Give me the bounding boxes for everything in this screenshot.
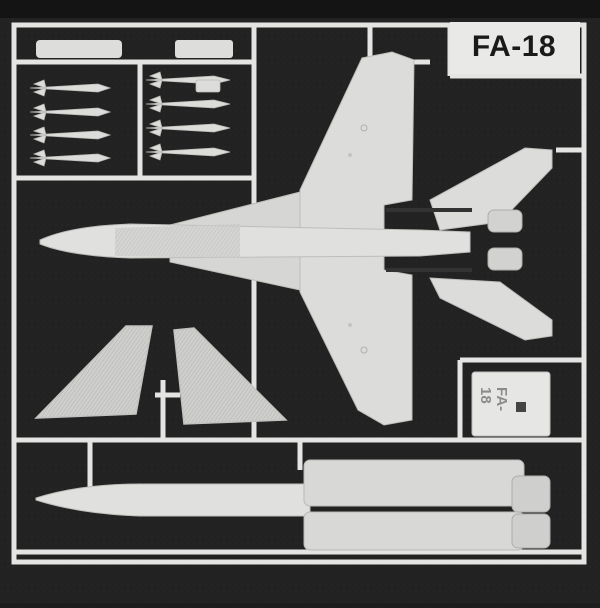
engine-nozzle (487, 247, 523, 271)
intake-duct-upper (303, 459, 525, 507)
display-stand (471, 371, 551, 437)
sprue-frame (11, 22, 587, 565)
title-tag-text: FA-18 (452, 24, 576, 70)
small-part-bar (36, 40, 122, 58)
aircraft-top-half (39, 51, 553, 426)
missile (145, 95, 231, 113)
small-part-bar (175, 40, 233, 58)
exhaust-nozzle (511, 475, 551, 513)
missile (145, 119, 231, 137)
stabilizer-lower (429, 277, 553, 341)
canopy (115, 224, 240, 258)
tail-fin-left (34, 325, 153, 419)
engine-nozzle (487, 209, 523, 233)
stand-slot (516, 402, 526, 412)
missile (29, 79, 112, 97)
stand-label-text: FA-18 (477, 387, 510, 412)
missile (29, 149, 112, 167)
intake-duct-lower (303, 511, 525, 551)
missile (29, 126, 112, 144)
wing-slot (386, 208, 472, 212)
missile (145, 143, 231, 161)
aircraft-bottom-half (35, 459, 551, 551)
exhaust-nozzle (511, 513, 551, 549)
missile-group (29, 71, 231, 167)
missile (29, 103, 112, 121)
wing-slot (386, 268, 472, 272)
tail-fin-right (173, 327, 288, 425)
missile (145, 71, 231, 93)
